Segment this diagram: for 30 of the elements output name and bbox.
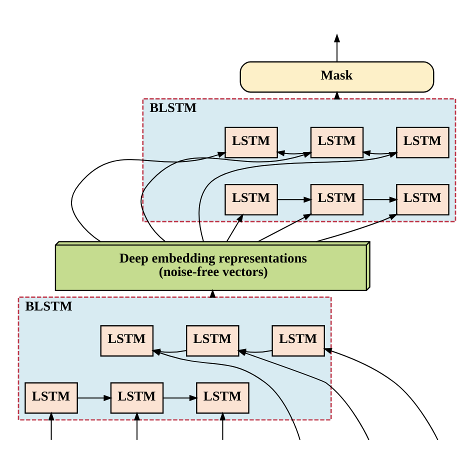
node-box: LSTM (396, 183, 450, 215)
node-box: LSTM (224, 183, 278, 215)
node-box: LSTM (196, 382, 250, 414)
arrow (363, 196, 398, 202)
arrow (323, 348, 438, 440)
arrow (277, 196, 312, 202)
arrow (77, 394, 112, 401)
arrow (334, 32, 340, 62)
arrow (140, 151, 312, 242)
node-box: LSTM (100, 324, 154, 356)
arrow (276, 150, 312, 156)
node-box: LSTM (310, 126, 364, 158)
arrow (226, 213, 244, 242)
arrow (134, 411, 140, 440)
arrow (198, 152, 398, 242)
node-box: LSTM (24, 382, 78, 414)
node-box: LSTM (110, 382, 164, 414)
arrow (258, 212, 312, 242)
arrow (48, 411, 54, 440)
arrow (163, 394, 198, 401)
node-box: LSTM (186, 324, 240, 356)
arrow (71, 151, 227, 242)
node-box: LSTM (224, 126, 278, 158)
node-box: LSTM (310, 183, 364, 215)
node-box: Mask (240, 60, 434, 92)
node-box: LSTM (272, 324, 325, 356)
arrow (362, 150, 397, 156)
arrow (220, 411, 226, 440)
node-box: LSTM (396, 126, 450, 158)
arrow (316, 213, 398, 242)
